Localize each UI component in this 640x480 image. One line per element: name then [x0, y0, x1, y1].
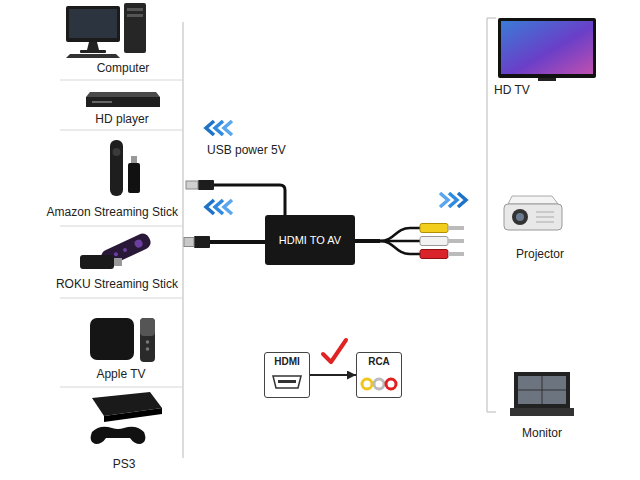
- direction-chevron: [224, 200, 232, 214]
- device-label: Apple TV: [96, 367, 145, 381]
- divider-line: [60, 387, 183, 388]
- display-label: Projector: [516, 247, 564, 261]
- device-label: HD player: [95, 112, 148, 126]
- rca-jack-symbol: [374, 379, 384, 389]
- apple-tv-icon: [90, 318, 134, 360]
- hdmi-port-symbol: [273, 376, 301, 388]
- console-icon: [104, 408, 162, 422]
- stick-icon: [131, 156, 137, 164]
- power-label: USB power 5V: [207, 143, 286, 157]
- divider-line: [60, 80, 183, 81]
- computer-icon: [80, 50, 106, 53]
- rca-plug: [448, 252, 464, 256]
- display-label: HD TV: [494, 83, 530, 97]
- tv-icon: [498, 18, 596, 78]
- device-label: Computer: [97, 61, 150, 75]
- device-label: Amazon Streaming Stick: [47, 205, 178, 219]
- tv-icon: [501, 21, 593, 74]
- remote-icon: [140, 318, 155, 336]
- hdmi-plug: [194, 236, 210, 248]
- remote-button: [146, 340, 150, 344]
- usb-plug: [198, 180, 214, 190]
- divider-line: [60, 298, 183, 299]
- hdmi-plug: [184, 238, 194, 247]
- hdmi-cable: [208, 240, 266, 244]
- player-icon: [92, 101, 112, 103]
- usb-cable: [212, 185, 285, 216]
- computer-icon: [87, 42, 99, 50]
- av-cable: [380, 241, 421, 254]
- projector-icon: [516, 213, 524, 221]
- bracket-line: [182, 22, 183, 458]
- divider-line: [60, 226, 183, 227]
- remote-icon: [113, 148, 121, 156]
- projector-icon: [536, 217, 554, 218]
- tv-icon: [538, 78, 556, 81]
- rca-plug: [420, 224, 448, 233]
- av-cable: [354, 239, 380, 243]
- converter-box: HDMI TO AV: [265, 215, 355, 265]
- remote-button: [133, 238, 144, 249]
- device-label: PS3: [113, 457, 136, 471]
- rca-plug: [448, 226, 464, 230]
- box-label: HDMI TO AV: [279, 234, 341, 246]
- monitor-icon: [518, 390, 566, 391]
- computer-icon: [66, 6, 120, 42]
- player-icon: [86, 92, 160, 97]
- usb-plug: [186, 181, 198, 189]
- monitor-icon: [518, 376, 566, 404]
- direction-chevron: [449, 193, 457, 207]
- hdmi-icon-box: HDMI: [264, 352, 310, 398]
- player-icon: [86, 97, 160, 107]
- rca-icon-box: RCA: [356, 352, 402, 398]
- projector-icon: [512, 209, 528, 225]
- device-label: ROKU Streaming Stick: [56, 277, 178, 291]
- remote-button: [146, 347, 150, 351]
- stick-icon: [80, 255, 114, 269]
- monitor-icon: [514, 372, 570, 408]
- projector-icon: [508, 196, 558, 204]
- remote-button: [122, 247, 127, 252]
- bracket-line: [486, 18, 487, 412]
- monitor-icon: [510, 408, 574, 416]
- projector-icon: [504, 204, 562, 230]
- rca-jack-symbol: [362, 379, 372, 389]
- remote-button: [113, 252, 118, 257]
- rca-jack-symbol: [386, 379, 396, 389]
- projector-icon: [536, 212, 554, 213]
- check-mark: [323, 340, 346, 362]
- direction-chevron: [440, 193, 448, 207]
- rca-plug: [448, 239, 464, 243]
- divider-line: [60, 130, 183, 131]
- stick-icon: [128, 163, 140, 193]
- stick-icon: [114, 258, 122, 266]
- projector-icon: [536, 222, 554, 223]
- direction-chevron: [224, 121, 232, 135]
- rca-plug: [420, 250, 448, 259]
- bracket-line: [487, 17, 496, 18]
- hdmi-port-symbol: [278, 380, 296, 383]
- remote-icon: [140, 318, 155, 362]
- computer-icon: [124, 3, 146, 53]
- direction-chevron: [458, 193, 466, 207]
- rca-plug: [420, 237, 448, 246]
- av-cable: [380, 228, 421, 241]
- computer-icon: [127, 14, 143, 17]
- bracket-line: [487, 411, 496, 412]
- computer-icon: [69, 9, 117, 38]
- box-label: HDMI: [274, 356, 300, 367]
- computer-icon: [66, 54, 120, 58]
- display-label: Monitor: [522, 426, 562, 440]
- connector-arrow: [310, 374, 356, 376]
- controller-icon: [91, 427, 146, 444]
- computer-icon: [127, 8, 143, 11]
- remote-icon: [110, 140, 123, 196]
- box-label: RCA: [368, 356, 390, 367]
